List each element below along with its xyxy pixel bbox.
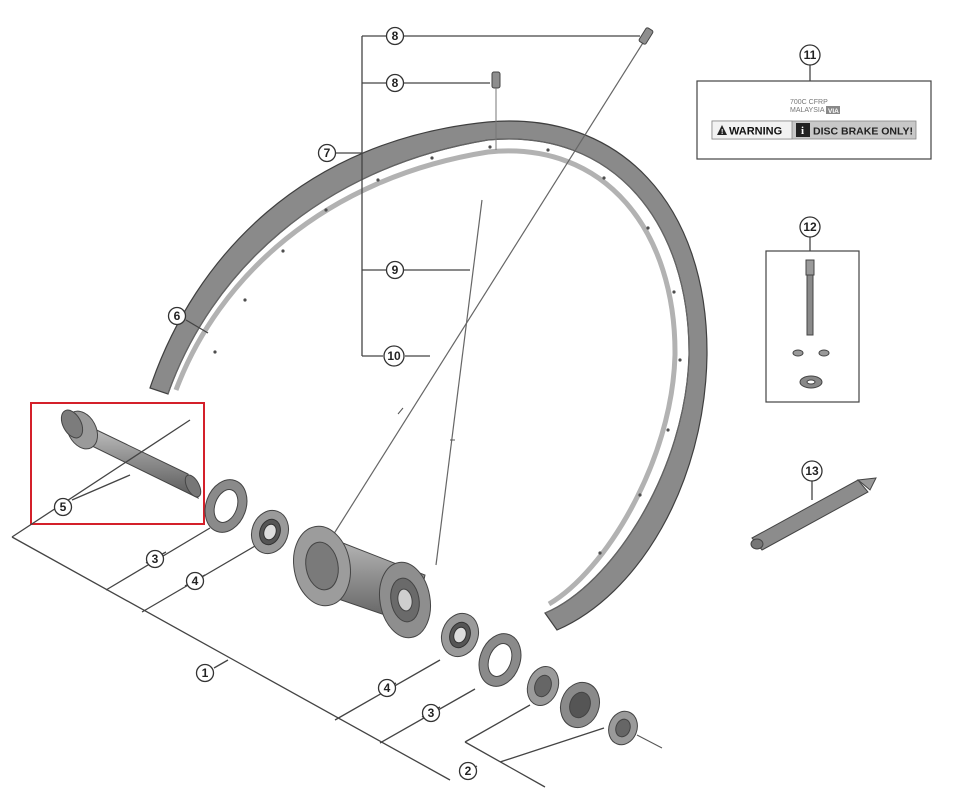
highlight-box (30, 402, 205, 525)
rim (149, 120, 708, 631)
sticker-line2: MALAYSIA (790, 107, 825, 114)
callout-label: 12 (803, 220, 817, 234)
callout-13: 13 (801, 460, 823, 482)
bearing-left (250, 509, 290, 555)
hub-body (293, 525, 431, 639)
callout-label: 8 (392, 29, 399, 43)
callout-label: 4 (192, 574, 199, 588)
valve-panel (765, 250, 860, 403)
sticker-info-glyph: i (801, 125, 804, 137)
end-cap-outer (608, 710, 638, 746)
nipple-upper (638, 27, 654, 45)
callout-7: 7 (317, 143, 337, 163)
callout-label: 3 (152, 552, 159, 566)
locknut-left (204, 479, 248, 533)
sticker-badge: VIA (828, 108, 839, 115)
callout-11: 11 (799, 44, 821, 66)
callout-9: 9 (385, 260, 405, 280)
rim-spoke-holes (213, 145, 682, 555)
callout-6: 6 (167, 306, 187, 326)
valve-washer (799, 375, 823, 389)
callout-5: 5 (53, 497, 73, 517)
callout-8-upper: 8 (385, 26, 405, 46)
valve-nut-left (792, 349, 804, 357)
callout-8-lower: 8 (385, 73, 405, 93)
nipple-lower (491, 71, 501, 150)
callout-label: 10 (387, 349, 401, 363)
callout-label: 1 (202, 666, 209, 680)
callout-label: 11 (804, 48, 817, 62)
callout-label: 9 (392, 263, 399, 277)
locknut-right (478, 633, 522, 687)
callout-12: 12 (799, 216, 821, 238)
callout-4-right: 4 (377, 678, 397, 698)
sticker-warning: WARNING (729, 126, 782, 138)
callout-4-left: 4 (185, 571, 205, 591)
callout-label: 7 (324, 146, 331, 160)
callout-10: 10 (383, 345, 405, 367)
sticker-message: DISC BRAKE ONLY! (813, 126, 913, 138)
callout-label: 4 (384, 681, 391, 695)
spokes (329, 37, 647, 566)
callout-label: 6 (174, 309, 181, 323)
end-cap-middle (559, 681, 601, 729)
callout-3-left: 3 (145, 549, 165, 569)
callout-label: 8 (392, 76, 399, 90)
spoke-long (329, 37, 647, 541)
callout-1: 1 (195, 663, 215, 683)
bearing-right (440, 612, 480, 658)
axis-centerline (636, 734, 663, 749)
callout-label: 2 (465, 764, 472, 778)
callout-2: 2 (458, 761, 478, 781)
sticker-panel: 700C CFRP MALAYSIA VIA ! WARNING i DISC … (696, 80, 932, 160)
svg-text:!: ! (721, 129, 723, 136)
spoke-short (435, 199, 483, 566)
sticker-line1: 700C CFRP (790, 99, 828, 106)
callout-label: 5 (60, 500, 67, 514)
valve-nut-right (818, 349, 830, 357)
valve-stem (805, 259, 815, 336)
callout-3-right: 3 (421, 703, 441, 723)
callout-label: 13 (805, 464, 819, 478)
callout-label: 3 (428, 706, 435, 720)
end-cap-inner (526, 666, 560, 706)
axle (60, 409, 202, 500)
spoke-wrench (750, 477, 877, 551)
